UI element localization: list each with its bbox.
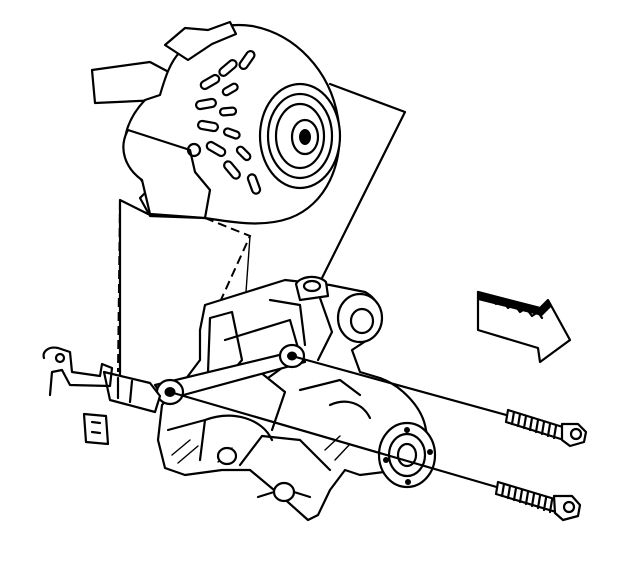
- alternator-mount-hole: [186, 142, 202, 158]
- clip-nut: [82, 412, 110, 446]
- front-of-vehicle-arrow: [476, 290, 572, 364]
- clip-arm: [42, 346, 114, 397]
- clip: [42, 346, 114, 446]
- bolt-upper-head: [560, 422, 588, 448]
- pulley: [258, 82, 342, 190]
- bracket-lower-hole: [216, 446, 238, 466]
- mounting-bolt-upper: [290, 354, 588, 448]
- water-pump-hub: [377, 421, 437, 489]
- alternator-mounting-bracket: [156, 275, 432, 522]
- bracket-top-boss: [294, 275, 330, 302]
- alternator: [90, 20, 342, 225]
- bolt-lower-shank-line: [168, 390, 502, 490]
- mounting-bolt-lower: [168, 390, 582, 522]
- alternator-terminal: [163, 20, 238, 62]
- alignment-guide-lines: [117, 82, 407, 382]
- alternator-cooling-slots: [194, 49, 262, 195]
- bolt-lower-head: [552, 494, 582, 522]
- bolt-upper-shank-line: [290, 354, 512, 418]
